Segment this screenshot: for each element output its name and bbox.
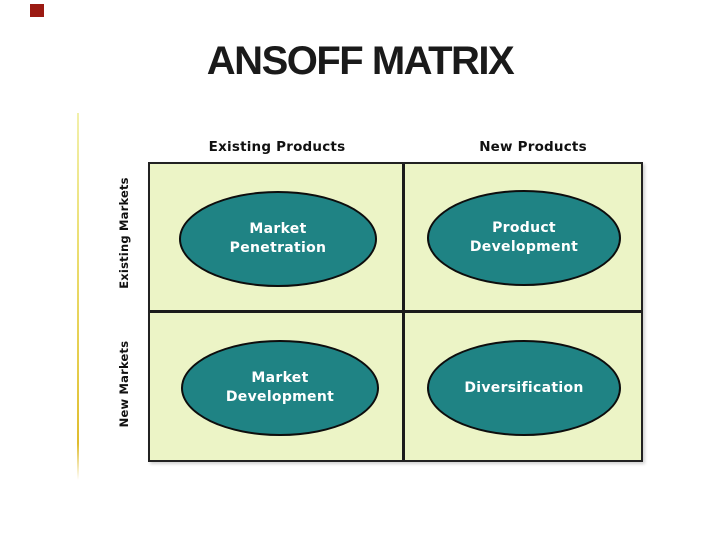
quadrant-product-development: Product Development	[427, 190, 621, 286]
ansoff-matrix-grid: Market Penetration Product Development M…	[148, 162, 643, 462]
slide-accent-line	[77, 113, 79, 480]
quadrant-label-line: Product	[492, 220, 556, 236]
quadrant-label-line: Development	[225, 389, 335, 405]
quadrant-label-line: Diversification	[464, 379, 584, 396]
quadrant-diversification: Diversification	[427, 340, 621, 436]
quadrant-label-line: Development	[469, 239, 579, 255]
slide-accent-square	[30, 4, 44, 17]
page-title: ANSOFF MATRIX	[206, 39, 515, 83]
row-header-new-markets: New Markets	[117, 340, 131, 428]
quadrant-market-development: Market Development	[181, 340, 379, 436]
quadrant-label-line: Market	[249, 221, 307, 237]
quadrant-market-penetration: Market Penetration	[179, 191, 377, 287]
column-header-existing-products: Existing Products	[208, 139, 346, 155]
grid-horizontal-divider	[150, 310, 641, 313]
column-header-new-products: New Products	[479, 139, 587, 155]
quadrant-label-line: Penetration	[229, 240, 327, 256]
row-header-existing-markets: Existing Markets	[117, 177, 131, 289]
quadrant-label-line: Market	[251, 370, 309, 386]
